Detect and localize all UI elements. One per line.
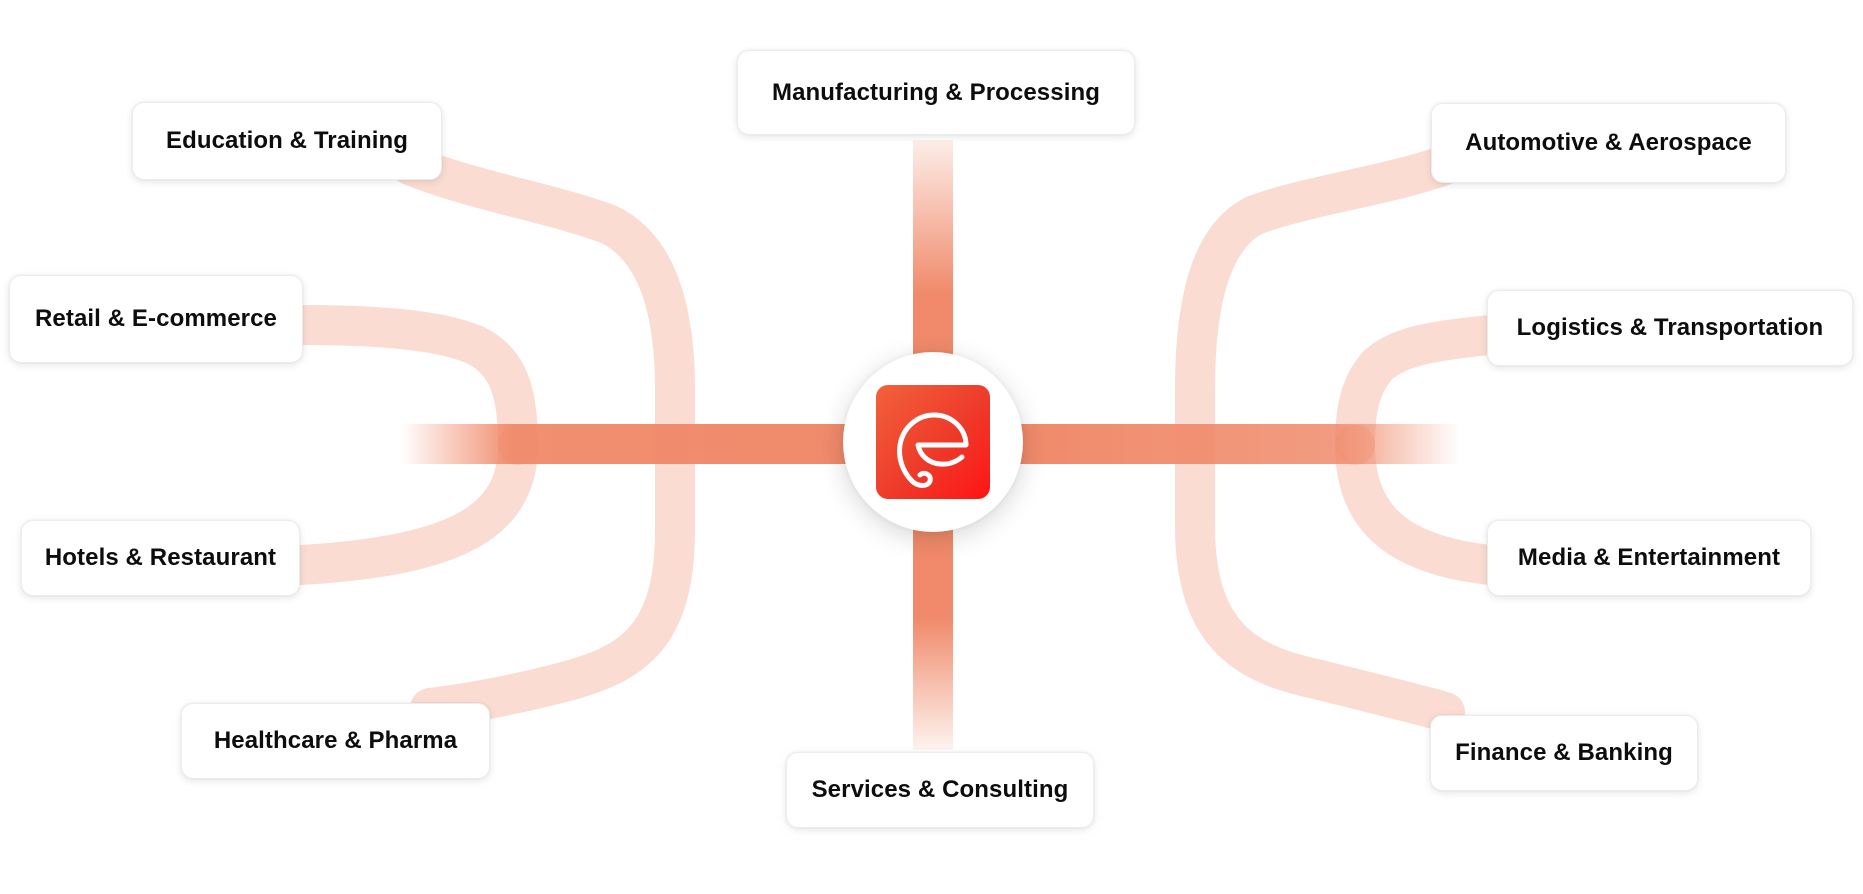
connector-media bbox=[1335, 425, 1510, 585]
connector-top-axis bbox=[913, 140, 953, 362]
e-logo-icon bbox=[876, 385, 990, 499]
connector-logistics bbox=[1335, 315, 1510, 465]
connector-left-axis bbox=[400, 424, 855, 464]
connector-retail bbox=[280, 305, 538, 465]
node-healthcare-pharma[interactable]: Healthcare & Pharma bbox=[181, 703, 490, 779]
connector-hotels bbox=[280, 425, 538, 585]
node-media-entertainment[interactable]: Media & Entertainment bbox=[1487, 520, 1811, 596]
node-logistics-transportation[interactable]: Logistics & Transportation bbox=[1487, 290, 1853, 366]
node-retail-ecommerce[interactable]: Retail & E-commerce bbox=[9, 275, 303, 363]
central-hub bbox=[843, 352, 1023, 532]
connector-bottom-axis bbox=[913, 525, 953, 750]
node-automotive-aerospace[interactable]: Automotive & Aerospace bbox=[1431, 103, 1786, 183]
node-label: Education & Training bbox=[165, 127, 408, 154]
node-manufacturing-processing[interactable]: Manufacturing & Processing bbox=[737, 50, 1135, 135]
node-label: Services & Consulting bbox=[811, 776, 1069, 803]
node-label: Finance & Banking bbox=[1455, 739, 1673, 766]
connector-automotive bbox=[1175, 145, 1465, 732]
node-label: Retail & E-commerce bbox=[35, 305, 277, 332]
node-label: Hotels & Restaurant bbox=[44, 544, 277, 571]
node-education-training[interactable]: Education & Training bbox=[132, 102, 442, 180]
connector-education bbox=[390, 145, 695, 728]
node-label: Healthcare & Pharma bbox=[213, 727, 458, 754]
node-label: Logistics & Transportation bbox=[1516, 314, 1824, 341]
node-finance-banking[interactable]: Finance & Banking bbox=[1430, 715, 1698, 791]
node-label: Manufacturing & Processing bbox=[772, 78, 1100, 106]
connector-right-axis bbox=[1010, 424, 1465, 464]
node-label: Media & Entertainment bbox=[1517, 544, 1781, 571]
node-label: Automotive & Aerospace bbox=[1465, 129, 1752, 156]
node-hotels-restaurant[interactable]: Hotels & Restaurant bbox=[21, 520, 300, 596]
node-services-consulting[interactable]: Services & Consulting bbox=[786, 752, 1094, 828]
